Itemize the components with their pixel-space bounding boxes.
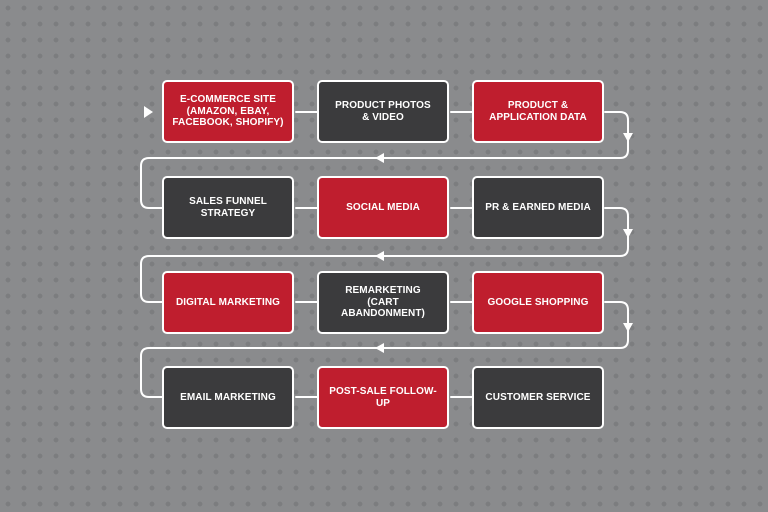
- step-remarketing: REMARKETING (CART ABANDONMENT): [317, 271, 449, 334]
- return-arrow-icon: [375, 343, 384, 353]
- step-sales-funnel-strategy: SALES FUNNEL STRATEGY: [162, 176, 294, 239]
- step-email-marketing: EMAIL MARKETING: [162, 366, 294, 429]
- step-ecommerce-site: E-COMMERCE SITE (AMAZON, EBAY, FACEBOOK,…: [162, 80, 294, 143]
- step-digital-marketing: DIGITAL MARKETING: [162, 271, 294, 334]
- return-arrow-icon: [375, 153, 384, 163]
- step-customer-service: CUSTOMER SERVICE: [472, 366, 604, 429]
- step-post-sale-follow-up: POST-SALE FOLLOW-UP: [317, 366, 449, 429]
- return-arrow-icon: [375, 251, 384, 261]
- step-social-media: SOCIAL MEDIA: [317, 176, 449, 239]
- connector-9-10: [140, 301, 629, 398]
- start-arrow-icon: [144, 106, 153, 118]
- connector-6-7: [140, 207, 629, 303]
- step-product-application-data: PRODUCT & APPLICATION DATA: [472, 80, 604, 143]
- down-arrow-icon: [623, 229, 633, 238]
- step-product-photos-video: PRODUCT PHOTOS & VIDEO: [317, 80, 449, 143]
- step-google-shopping: GOOGLE SHOPPING: [472, 271, 604, 334]
- down-arrow-icon: [623, 133, 633, 142]
- step-pr-earned-media: PR & EARNED MEDIA: [472, 176, 604, 239]
- down-arrow-icon: [623, 323, 633, 332]
- connector-3-4: [140, 111, 629, 209]
